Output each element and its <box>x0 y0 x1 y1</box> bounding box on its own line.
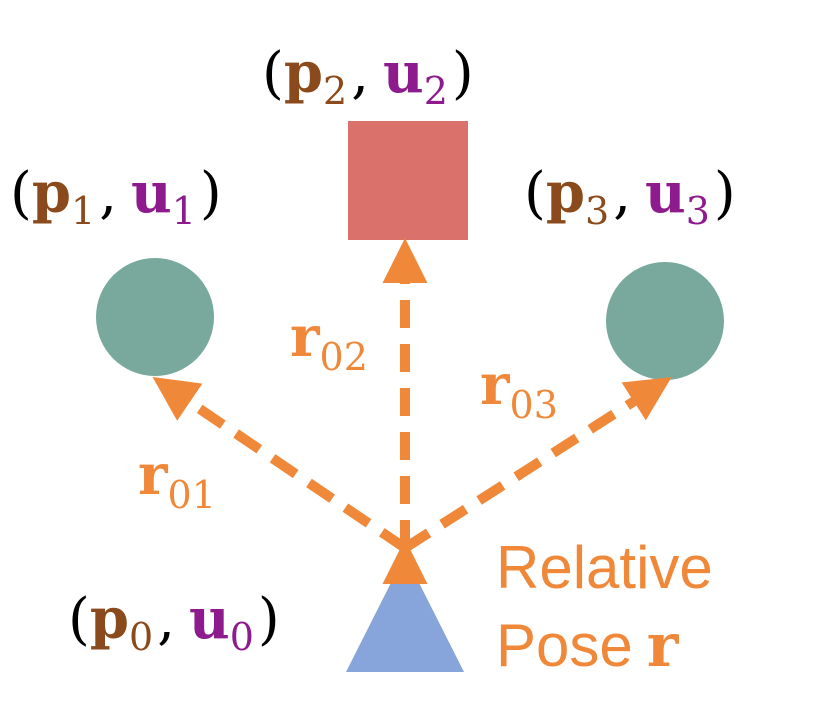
edge-r01-arrow <box>152 376 408 553</box>
node0-triangle <box>346 555 464 672</box>
edge-r03-arrow <box>402 377 672 553</box>
node2-label: (p2,u2) <box>262 40 474 113</box>
node3-label: (p3,u3) <box>524 160 736 233</box>
node1-circle <box>96 258 214 376</box>
node1-label: (p1,u1) <box>10 160 222 233</box>
edge-r02-label: r02 <box>290 304 368 379</box>
node3-circle <box>606 262 724 380</box>
edge-r03-label: r03 <box>480 352 558 427</box>
legend-line1: Relative <box>496 534 713 601</box>
node2-square <box>348 121 468 240</box>
edge-r01-label: r01 <box>138 442 216 517</box>
node0-label: (p0,u0) <box>68 586 280 659</box>
